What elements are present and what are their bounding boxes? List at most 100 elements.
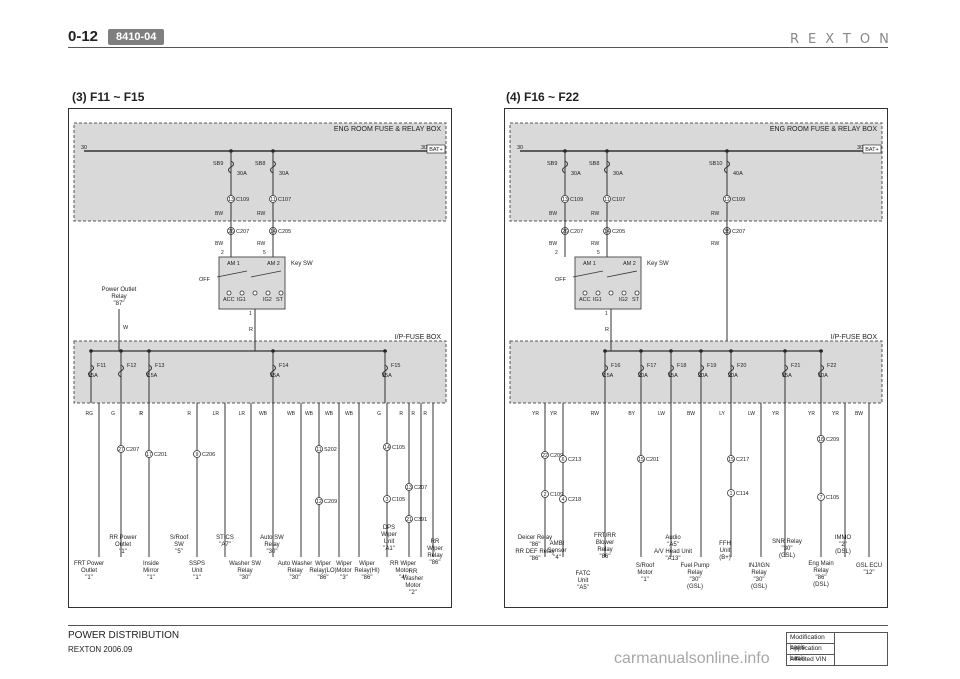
- key-terminal-label: AM 2: [267, 261, 280, 267]
- sb-fuse-amp: 30A: [571, 171, 581, 177]
- key-position-label: IG1: [593, 297, 602, 303]
- fuse-name: F15: [391, 363, 400, 369]
- load-component: Auto Washer: [278, 561, 312, 567]
- load-component: "2": [839, 542, 847, 548]
- key-switch-box: [218, 256, 286, 310]
- load-component: "1": [119, 549, 127, 555]
- wire-color: R: [187, 411, 191, 417]
- wire-color: R: [423, 411, 427, 417]
- load-component: (DSL): [835, 549, 851, 555]
- fuse-amp: 15A: [270, 373, 280, 379]
- relay-label: "87": [114, 301, 125, 307]
- sb-fuse-amp: 40A: [733, 171, 743, 177]
- key-position-label: OFF: [555, 277, 567, 283]
- sb-fuse-name: SB8: [255, 161, 265, 167]
- brand-logo: REXTON: [790, 32, 898, 47]
- key-contact: [595, 290, 601, 296]
- load-component: "86": [530, 542, 541, 548]
- connector-pin-number: 2: [544, 492, 547, 498]
- wire-color: LW: [658, 411, 665, 417]
- battery-tag-label: BAT+: [865, 147, 879, 153]
- doc-code-badge: 8410-04: [108, 29, 165, 45]
- wire-color: G: [377, 411, 381, 417]
- load-component: Blower: [596, 540, 614, 546]
- key-position-label: ACC: [579, 297, 591, 303]
- load-component: Washer: [403, 576, 423, 582]
- load-component: Relay: [427, 553, 442, 559]
- wire-color: WB: [325, 411, 334, 417]
- wire: [216, 270, 248, 278]
- wire-color: R: [605, 327, 609, 333]
- fuse-amp: 15A: [382, 373, 392, 379]
- fuse-amp: 10A: [818, 373, 828, 379]
- wire-color: RW: [711, 211, 720, 217]
- load-component: GSL ECU: [856, 563, 882, 569]
- key-terminal-label: AM 1: [227, 261, 240, 267]
- connector-pin: [145, 450, 153, 458]
- load-component: Eng Main: [808, 561, 833, 567]
- load-component: Unit: [720, 548, 731, 554]
- connector-label: C107: [612, 197, 625, 203]
- load-component: "4": [553, 555, 561, 561]
- load-component: Relay(HI): [354, 568, 379, 574]
- connector-pin: [727, 455, 735, 463]
- fuse-symbol: [118, 364, 124, 378]
- bus-label: 30: [81, 145, 87, 151]
- key-terminal-label: AM 2: [623, 261, 636, 267]
- fuse-amp: 20A: [638, 373, 648, 379]
- load-component: Washer SW: [229, 561, 261, 567]
- connector-label: C109: [236, 197, 249, 203]
- fuse-amp: 15A: [88, 373, 98, 379]
- load-component: Wiper: [381, 532, 397, 538]
- connector-pin: [117, 445, 125, 453]
- load-component: RR DEF Relay: [515, 549, 554, 555]
- connector-pin-number: 13: [228, 197, 234, 203]
- fuse-symbol: [146, 364, 152, 378]
- connector-pin: [227, 195, 235, 203]
- connector-pin-number: 11: [604, 197, 609, 203]
- load-component: FATC: [576, 571, 592, 577]
- wire-color: BW: [855, 411, 863, 417]
- footer-title: POWER DISTRIBUTION: [68, 630, 180, 641]
- connector-pin: [541, 490, 549, 498]
- connector-pin: [559, 495, 567, 503]
- sb-fuse-amp: 30A: [279, 171, 289, 177]
- load-component: Outlet: [115, 542, 131, 548]
- load-component: "86": [362, 575, 373, 581]
- load-component: "A5": [577, 585, 589, 591]
- connector-label: C209: [324, 499, 337, 505]
- key-position-label: OFF: [199, 277, 211, 283]
- load-component: "86": [530, 556, 541, 562]
- connector-pin-number: 11: [316, 447, 321, 453]
- connector-label: C205: [278, 229, 291, 235]
- wire-color: R: [249, 327, 253, 333]
- load-component: Inside: [143, 561, 160, 567]
- connector-pin-number: 18: [818, 437, 824, 443]
- load-component: Unit: [384, 539, 395, 545]
- load-component: (B+): [719, 555, 731, 561]
- fuse-amp: 15A: [668, 373, 678, 379]
- connector-pin: [637, 455, 645, 463]
- eng-room-box: [509, 122, 883, 222]
- load-component: "1": [193, 575, 201, 581]
- wire-color: RW: [257, 211, 266, 217]
- fuse-name: F19: [707, 363, 716, 369]
- connector-label: C105: [392, 497, 405, 503]
- load-component: "30": [690, 577, 701, 583]
- fuse-name: F22: [827, 363, 836, 369]
- connector-label: C207: [236, 229, 249, 235]
- fuse-amp: 7.5A: [602, 373, 614, 379]
- load-component: Fuel Pump: [680, 563, 710, 569]
- wire-color: RW: [591, 211, 600, 217]
- relay-label: Relay: [111, 294, 126, 300]
- load-component: IMMO: [835, 535, 852, 541]
- load-component: "30": [782, 546, 793, 552]
- wire-color: RW: [591, 411, 600, 417]
- mod-row: Modification basis: [787, 633, 835, 651]
- fuse-symbol: [698, 364, 704, 378]
- load-component: STICS: [216, 535, 234, 541]
- load-component: SW: [174, 542, 184, 548]
- key-contact: [265, 290, 271, 296]
- connector-label: C207: [126, 447, 139, 453]
- fuse-symbol: [728, 364, 734, 378]
